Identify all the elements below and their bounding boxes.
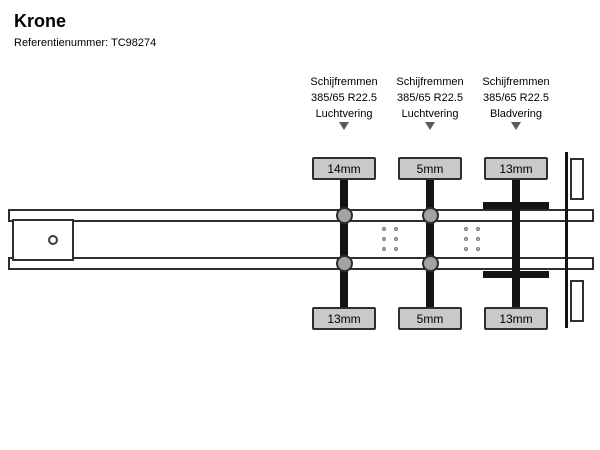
rivet-dot bbox=[382, 227, 386, 231]
axle-2-tire-size: 385/65 R22.5 bbox=[396, 92, 464, 104]
rivet-dot bbox=[476, 237, 480, 241]
axle-2-bar bbox=[426, 180, 434, 307]
axle-1-bottom-measurement: 13mm bbox=[312, 307, 376, 330]
rivet-dot bbox=[476, 227, 480, 231]
axle-3-leaf-spring-top bbox=[483, 202, 549, 209]
axle-2-top-measurement: 5mm bbox=[398, 157, 462, 180]
axle-1-label-group: Schijfremmen 385/65 R22.5 Luchtvering bbox=[299, 74, 389, 122]
axle-3-brake-type: Schijfremmen bbox=[482, 76, 550, 88]
kingpin bbox=[48, 235, 58, 245]
axle-3-label-group: Schijfremmen 385/65 R22.5 Bladvering bbox=[471, 74, 561, 122]
rivet-dot bbox=[464, 237, 468, 241]
rivet-dot bbox=[464, 227, 468, 231]
axle-1-bottom-hub bbox=[336, 255, 353, 272]
axle-2-suspension: Luchtvering bbox=[401, 108, 459, 120]
axle-1-top-hub bbox=[336, 207, 353, 224]
axle-3-bar bbox=[512, 180, 520, 307]
axle-2-label-group: Schijfremmen 385/65 R22.5 Luchtvering bbox=[385, 74, 475, 122]
arrow-down-icon bbox=[425, 122, 435, 130]
axle-2-bottom-measurement: 5mm bbox=[398, 307, 462, 330]
rivet-dot bbox=[382, 247, 386, 251]
axle-2-brake-type: Schijfremmen bbox=[396, 76, 464, 88]
rivet-dot bbox=[464, 247, 468, 251]
axle-3-suspension: Bladvering bbox=[490, 108, 542, 120]
rivet-dot bbox=[476, 247, 480, 251]
rivet-dot bbox=[394, 227, 398, 231]
rivet-dot bbox=[382, 237, 386, 241]
kingpin-plate bbox=[12, 219, 74, 261]
axle-1-brake-type: Schijfremmen bbox=[310, 76, 378, 88]
axle-3-tire-size: 385/65 R22.5 bbox=[482, 92, 550, 104]
rear-crossmember-bar bbox=[565, 152, 568, 328]
rivet-dot bbox=[394, 237, 398, 241]
axle-3-top-measurement: 13mm bbox=[484, 157, 548, 180]
axle-2-top-hub bbox=[422, 207, 439, 224]
axle-1-suspension: Luchtvering bbox=[315, 108, 373, 120]
reference-number: Referentienummer: TC98274 bbox=[14, 37, 157, 49]
axle-2-bottom-hub bbox=[422, 255, 439, 272]
axle-1-top-measurement: 14mm bbox=[312, 157, 376, 180]
rear-bracket-bottom bbox=[570, 280, 584, 322]
chassis-top-rail bbox=[8, 209, 594, 222]
axle-1-tire-size: 385/65 R22.5 bbox=[310, 92, 378, 104]
axle-3-bottom-measurement: 13mm bbox=[484, 307, 548, 330]
rivet-dot bbox=[394, 247, 398, 251]
axle-1-bar bbox=[340, 180, 348, 307]
rear-bracket-top bbox=[570, 158, 584, 200]
arrow-down-icon bbox=[511, 122, 521, 130]
chassis-bottom-rail bbox=[8, 257, 594, 270]
axle-3-leaf-spring-bottom bbox=[483, 271, 549, 278]
page-title: Krone bbox=[14, 11, 67, 31]
arrow-down-icon bbox=[339, 122, 349, 130]
